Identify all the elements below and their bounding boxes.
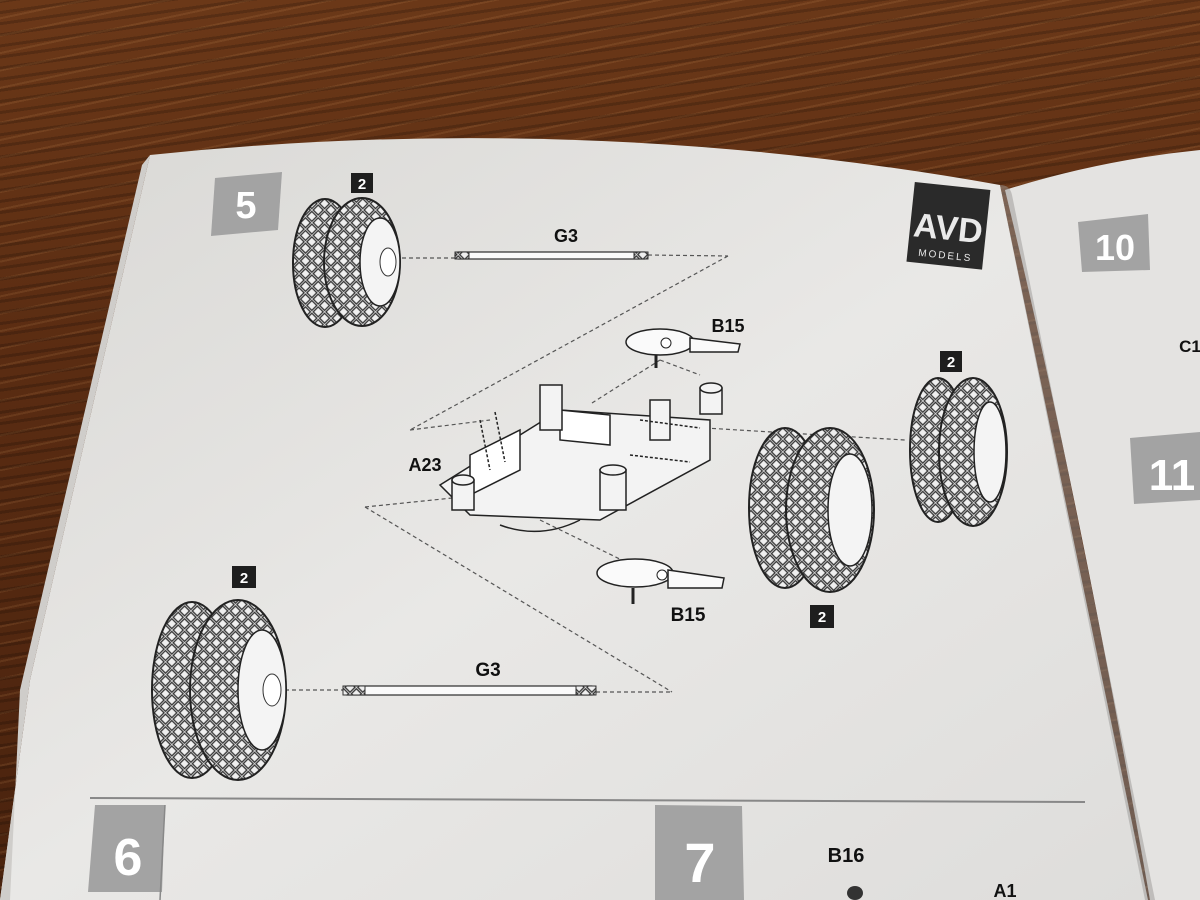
avd-logo: AVD MODELS [906, 182, 991, 270]
part-label-g3-top: G3 [554, 226, 578, 246]
wheel-pair-bottom-left [151, 599, 287, 781]
a23-chassis-assembly [438, 382, 723, 533]
part-label-b15-bottom: B15 [671, 605, 706, 626]
step-10-box: 10 [1078, 214, 1150, 272]
quantity-badge-right-far: 2 [940, 351, 962, 372]
axle-rod-top [454, 251, 649, 260]
b15-plate-top [625, 328, 741, 368]
page-spine [1000, 185, 1155, 900]
part-label-c1-partial: C1 [1179, 337, 1200, 356]
step-7-number: 7 [684, 831, 715, 894]
step-6-frame [159, 804, 166, 900]
small-part-detail [847, 886, 863, 900]
step-6-box: 6 [88, 805, 165, 892]
part-label-b16: B16 [828, 845, 865, 867]
part-label-a1: A1 [993, 881, 1016, 900]
step-10-number: 10 [1095, 227, 1135, 268]
axle-rod-bottom [342, 685, 597, 696]
right-page [1005, 150, 1200, 900]
leader-lines [285, 254, 906, 693]
part-label-a23: A23 [408, 455, 441, 475]
step-11-number: 11 [1149, 451, 1196, 500]
svg-text:2: 2 [947, 354, 955, 371]
b15-plate-bottom [596, 558, 725, 604]
part-label-b15-top: B15 [711, 316, 744, 336]
svg-text:2: 2 [240, 570, 248, 587]
step-6-number: 6 [114, 829, 143, 887]
quantity-badge-top-left: 2 [351, 173, 373, 193]
quantity-badge-right-near: 2 [810, 605, 834, 628]
wheel-pair-top-left [292, 197, 401, 328]
brand-name: AVD [912, 206, 985, 251]
step-7-box: 7 [655, 805, 744, 900]
wheel-pair-right-far [909, 377, 1008, 527]
quantity-badge-bottom-left: 2 [232, 566, 256, 588]
section-divider [89, 797, 1086, 803]
svg-text:2: 2 [818, 609, 826, 626]
svg-text:2: 2 [358, 176, 366, 193]
part-label-g3-bottom: G3 [475, 660, 500, 681]
step-5-box: 5 [211, 172, 282, 236]
wheel-pair-right-near [748, 427, 875, 593]
step-5-number: 5 [235, 185, 256, 227]
step-11-box: 11 [1130, 432, 1200, 504]
